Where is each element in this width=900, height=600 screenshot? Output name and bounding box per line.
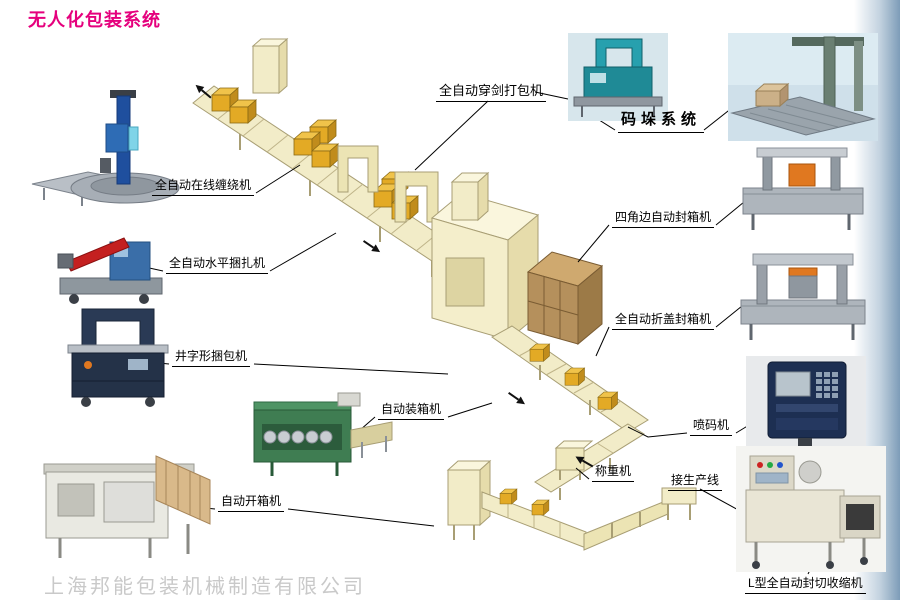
cross-strapper-machine-image xyxy=(58,303,178,413)
label-online-wrapper: 全自动在线缠绕机 xyxy=(152,178,255,196)
inkjet-coder-machine-image xyxy=(746,356,866,458)
label-production-line: 接生产线 xyxy=(668,473,723,491)
label-auto-strapper: 全自动穿剑打包机 xyxy=(436,83,547,103)
label-corner-sealer: 四角边自动封箱机 xyxy=(612,210,715,228)
label-palletizing: 码垛系统 xyxy=(618,111,705,133)
label-case-packer: 自动装箱机 xyxy=(378,402,445,420)
label-weigher: 称重机 xyxy=(592,464,635,482)
page-title: 无人化包装系统 xyxy=(28,10,161,30)
label-l-shrink-wrapper: L型全自动封切收缩机 xyxy=(745,576,866,594)
l-shrink-wrapper-machine-image xyxy=(736,446,886,572)
label-inkjet-coder: 喷码机 xyxy=(690,418,733,436)
case-packer-illustration xyxy=(253,392,393,476)
auto-strapper-machine-image xyxy=(568,33,668,121)
label-carton-erector: 自动开箱机 xyxy=(218,494,285,512)
palletizer-machine-image xyxy=(728,33,878,141)
flap-sealer-machine-image xyxy=(733,246,873,348)
company-watermark: 上海邦能包装机械制造有限公司 xyxy=(44,576,366,598)
label-horizontal-strapper: 全自动水平捆扎机 xyxy=(166,256,269,274)
inkjet-coder-illustration xyxy=(746,356,866,458)
palletizer-illustration xyxy=(728,33,878,141)
l-shrink-wrapper-illustration xyxy=(736,446,886,572)
horizontal-strapper-illustration xyxy=(57,237,163,304)
carton-erector-machine-image xyxy=(38,428,223,568)
cross-strapper-illustration xyxy=(67,308,169,407)
corner-sealer-machine-image xyxy=(733,140,873,235)
flap-sealer-illustration xyxy=(740,253,866,340)
label-cross-strapper: 井字形捆包机 xyxy=(172,349,251,367)
carton-erector-illustration xyxy=(43,455,211,558)
label-flap-sealer: 全自动折盖封箱机 xyxy=(612,312,715,330)
case-packer-machine-image xyxy=(242,392,397,482)
main-line-illustration xyxy=(192,37,697,551)
corner-sealer-illustration xyxy=(742,147,864,230)
horizontal-strapper-machine-image xyxy=(52,222,177,307)
auto-strapper-illustration xyxy=(568,33,668,121)
